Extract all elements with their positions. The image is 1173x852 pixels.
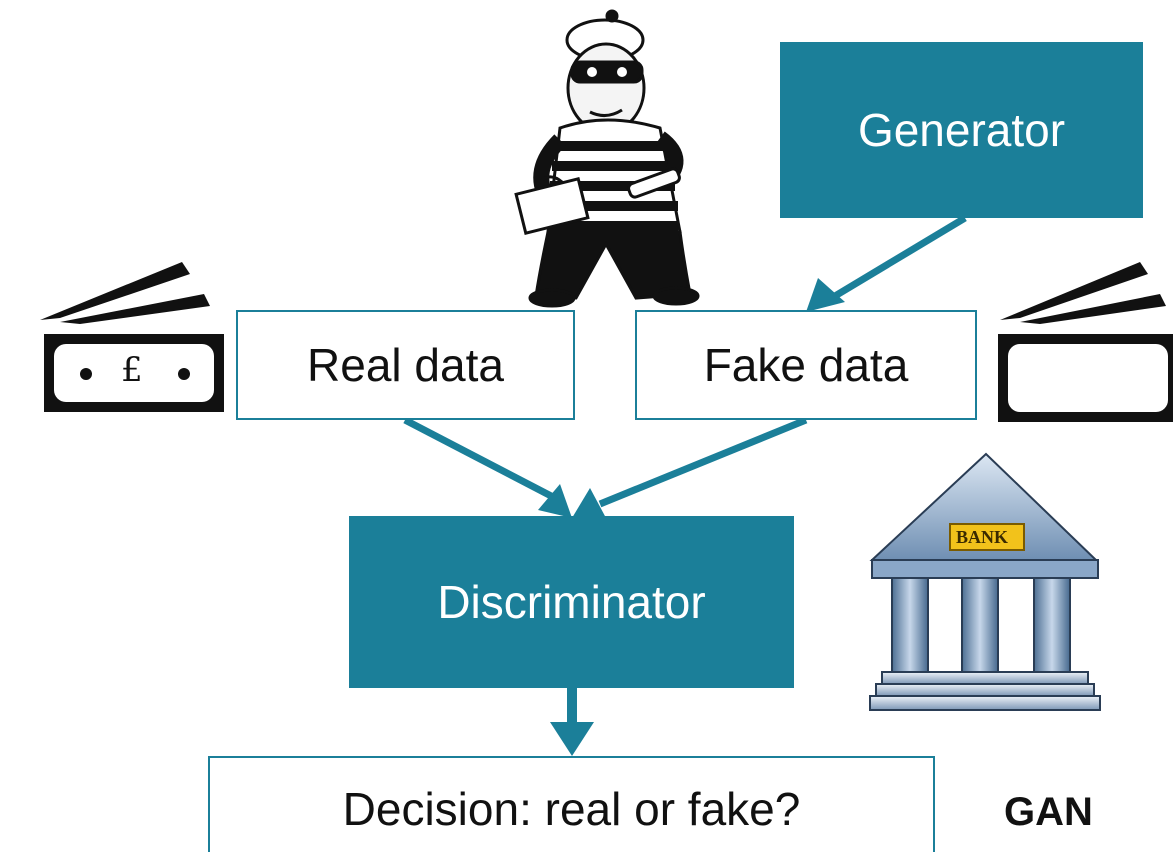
arrow-fake-to-discriminator [572, 416, 808, 518]
generator-box-fill [780, 42, 1143, 218]
decision-label: Decision: real or fake? [342, 783, 801, 835]
arrow-real-to-discriminator [403, 416, 572, 518]
decision-node: Decision: real or fake? [208, 756, 935, 852]
gan-label: GAN [1004, 790, 1093, 834]
discriminator-node: Discriminator [349, 516, 794, 688]
bank-building-icon [869, 452, 1101, 711]
real-data-label: Real data [307, 339, 504, 391]
discriminator-box-fill [349, 516, 794, 688]
fake-data-label: Fake data [703, 339, 909, 391]
robber-icon [514, 9, 700, 308]
blank-banknote-icon [998, 262, 1173, 422]
arrow-discriminator-to-decision [550, 688, 594, 756]
generator-node: Generator [780, 42, 1143, 218]
real-data-node: Real data [236, 310, 575, 420]
pound-symbol: £ [121, 350, 143, 390]
discriminator-label: Discriminator [437, 576, 706, 628]
arrow-generator-to-fake [806, 214, 967, 312]
banknote-pound-icon [40, 262, 224, 412]
bank-sign-label: BANK [956, 527, 1009, 547]
fake-data-node: Fake data [635, 310, 977, 420]
generator-label: Generator [857, 104, 1066, 156]
